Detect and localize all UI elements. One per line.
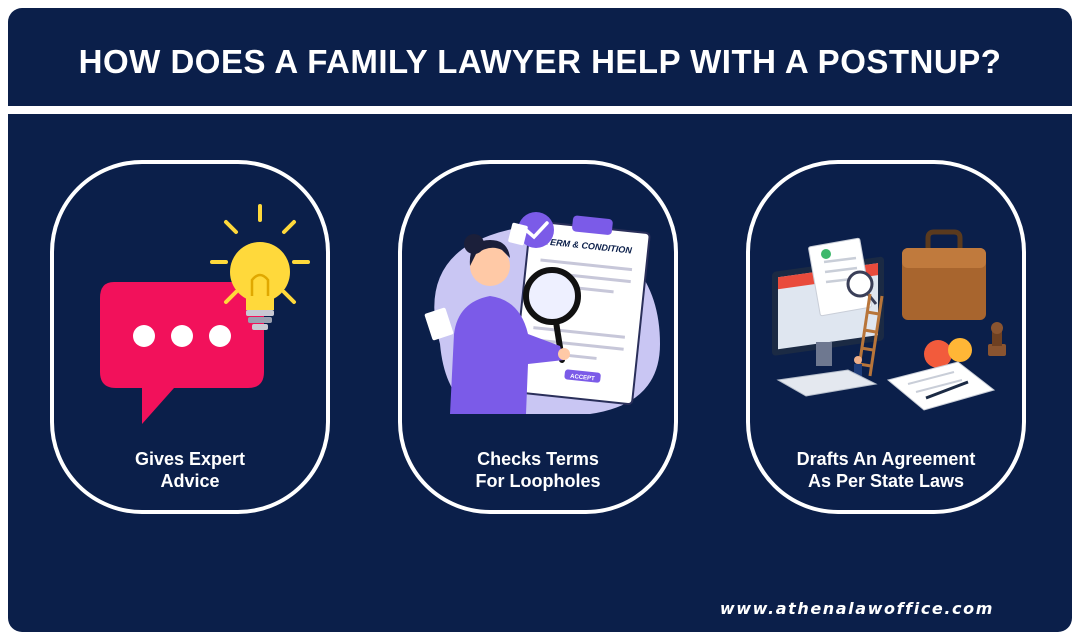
magnifier-document-icon: TERM & CONDITION ACCEPT [424,212,660,414]
speech-bubble-lightbulb-icon [100,204,310,424]
card-label-line: As Per State Laws [807,471,965,491]
card-label-line: Drafts An Agreement [796,449,976,469]
header-banner: HOW DOES A FAMILY LAWYER HELP WITH A POS… [8,8,1072,106]
card-label-line: Checks Terms [477,449,599,469]
content-panel: Gives Expert Advice TERM & CONDITION [8,114,1072,632]
card-label: Drafts An Agreement As Per State Laws [750,448,1022,492]
card-drafts-agreement: Drafts An Agreement As Per State Laws [746,160,1026,514]
card-label: Checks Terms For Loopholes [402,448,674,492]
website-link[interactable]: www.athenalawoffice.com [719,599,994,618]
card-checks-terms: TERM & CONDITION ACCEPT [398,160,678,514]
legal-desk-icon [772,229,1006,411]
card-label-line: Gives Expert [134,449,246,469]
card-expert-advice: Gives Expert Advice [50,160,330,514]
stamp-text: ACCEPT [570,374,595,383]
card-label-line: Advice [160,471,220,491]
card-label: Gives Expert Advice [54,448,326,492]
page-title: HOW DOES A FAMILY LAWYER HELP WITH A POS… [78,43,1002,80]
card-label-line: For Loopholes [475,471,601,491]
